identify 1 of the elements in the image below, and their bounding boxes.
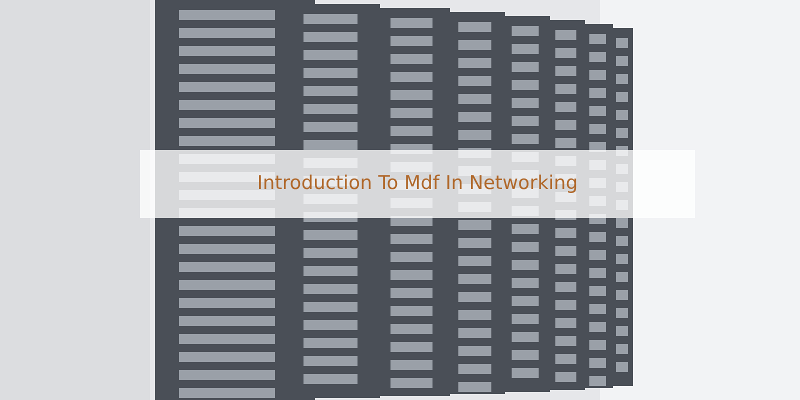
title: Introduction To Mdf In Networking (256, 172, 579, 194)
